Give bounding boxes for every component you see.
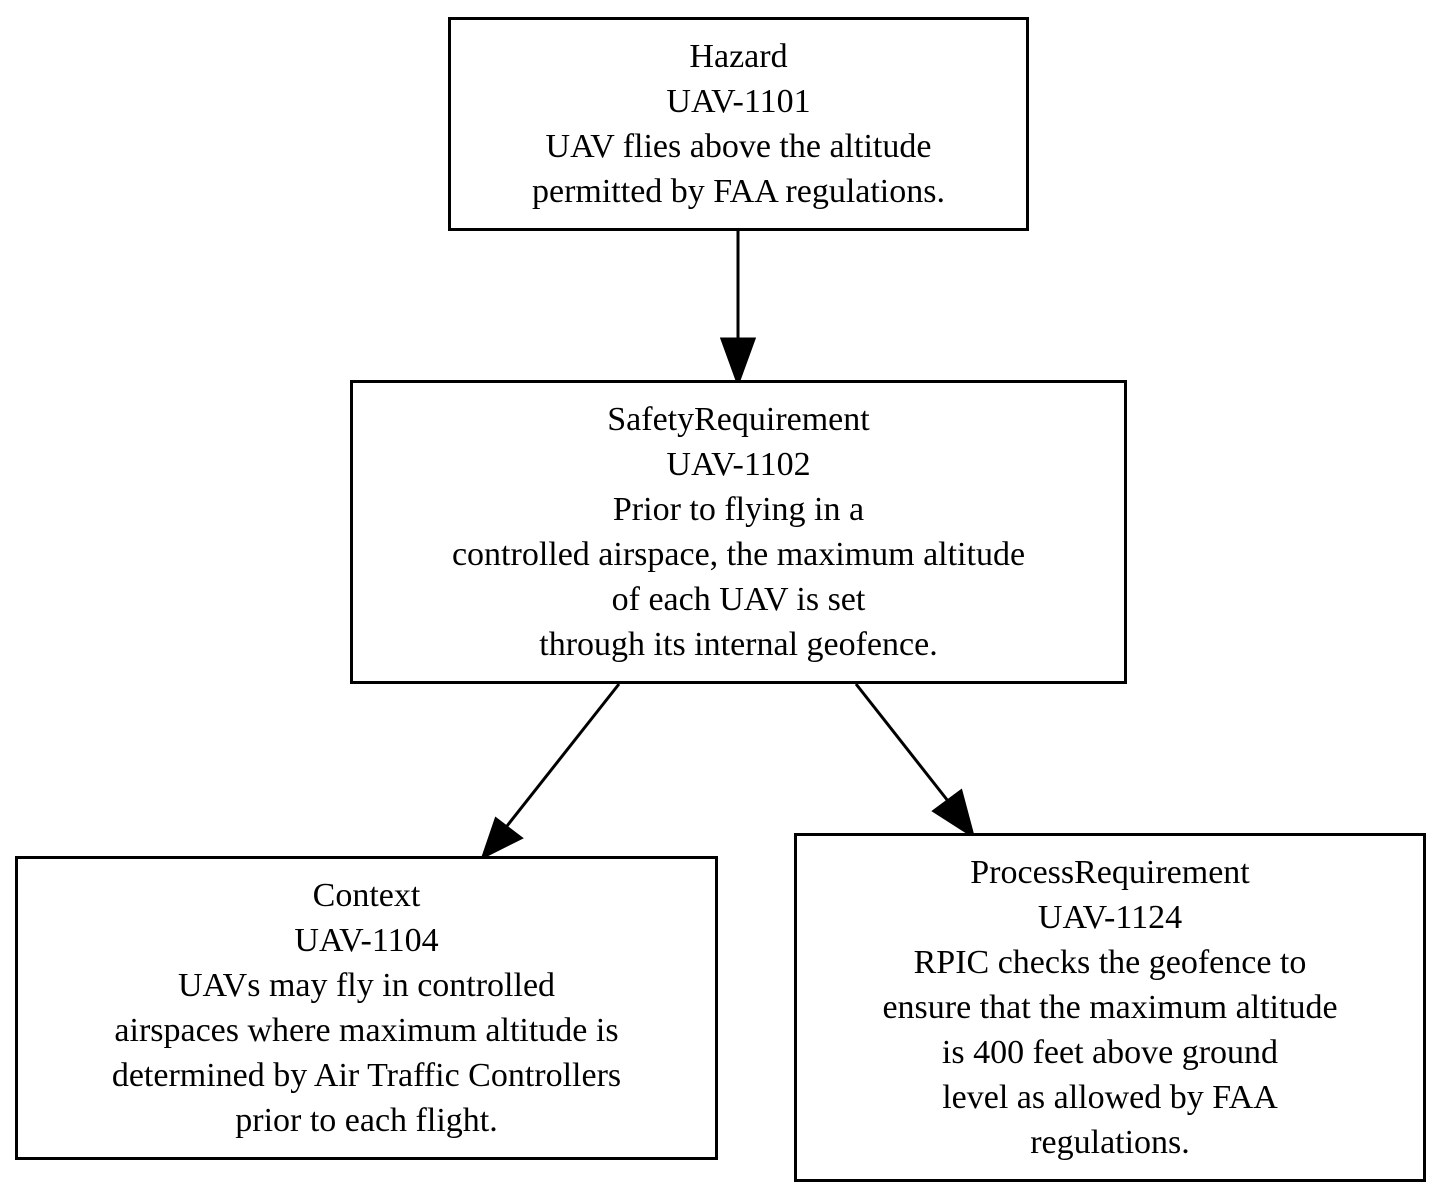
edge-safety-to-process [854,683,976,840]
node-id: UAV-1124 [1037,899,1183,936]
node-text-line: RPIC checks the geofence to [913,944,1307,981]
node-hazard: Hazard UAV-1101 UAV flies above the alti… [448,17,1029,231]
node-safety-requirement: SafetyRequirement UAV-1102 Prior to flyi… [350,380,1127,684]
node-type: Context [312,877,421,914]
node-text-line: prior to each flight. [235,1102,498,1139]
node-text-line: permitted by FAA regulations. [532,173,945,210]
node-text-line: Prior to flying in a [612,491,865,528]
node-text-line: regulations. [1030,1124,1190,1161]
node-text-line: determined by Air Traffic Controllers [111,1057,622,1094]
arrowhead-icon [480,816,524,860]
edge-safety-to-context [480,683,621,860]
node-context: Context UAV-1104 UAVs may fly in control… [15,856,718,1160]
node-text-line: is 400 feet above ground [941,1034,1279,1071]
node-id: UAV-1102 [666,446,811,483]
node-text-line: ensure that the maximum altitude [882,989,1338,1026]
node-process-requirement: ProcessRequirement UAV-1124 RPIC checks … [794,833,1426,1182]
node-text-line: controlled airspace, the maximum altitud… [451,536,1026,573]
node-type: SafetyRequirement [607,401,870,438]
node-text-line: of each UAV is set [611,581,866,618]
arrowhead-icon [719,337,757,388]
node-text-line: airspaces where maximum altitude is [114,1012,619,1049]
node-text-line: UAV flies above the altitude [545,128,932,165]
edge-hazard-to-safety [719,231,757,388]
node-text-line: UAVs may fly in controlled [177,967,556,1004]
node-id: UAV-1101 [666,83,811,120]
arrowhead-icon [931,788,976,840]
node-id: UAV-1104 [294,922,439,959]
node-type: Hazard [689,38,788,75]
node-text-line: level as allowed by FAA [942,1079,1278,1116]
node-text-line: through its internal geofence. [539,626,938,663]
node-type: ProcessRequirement [970,854,1250,891]
